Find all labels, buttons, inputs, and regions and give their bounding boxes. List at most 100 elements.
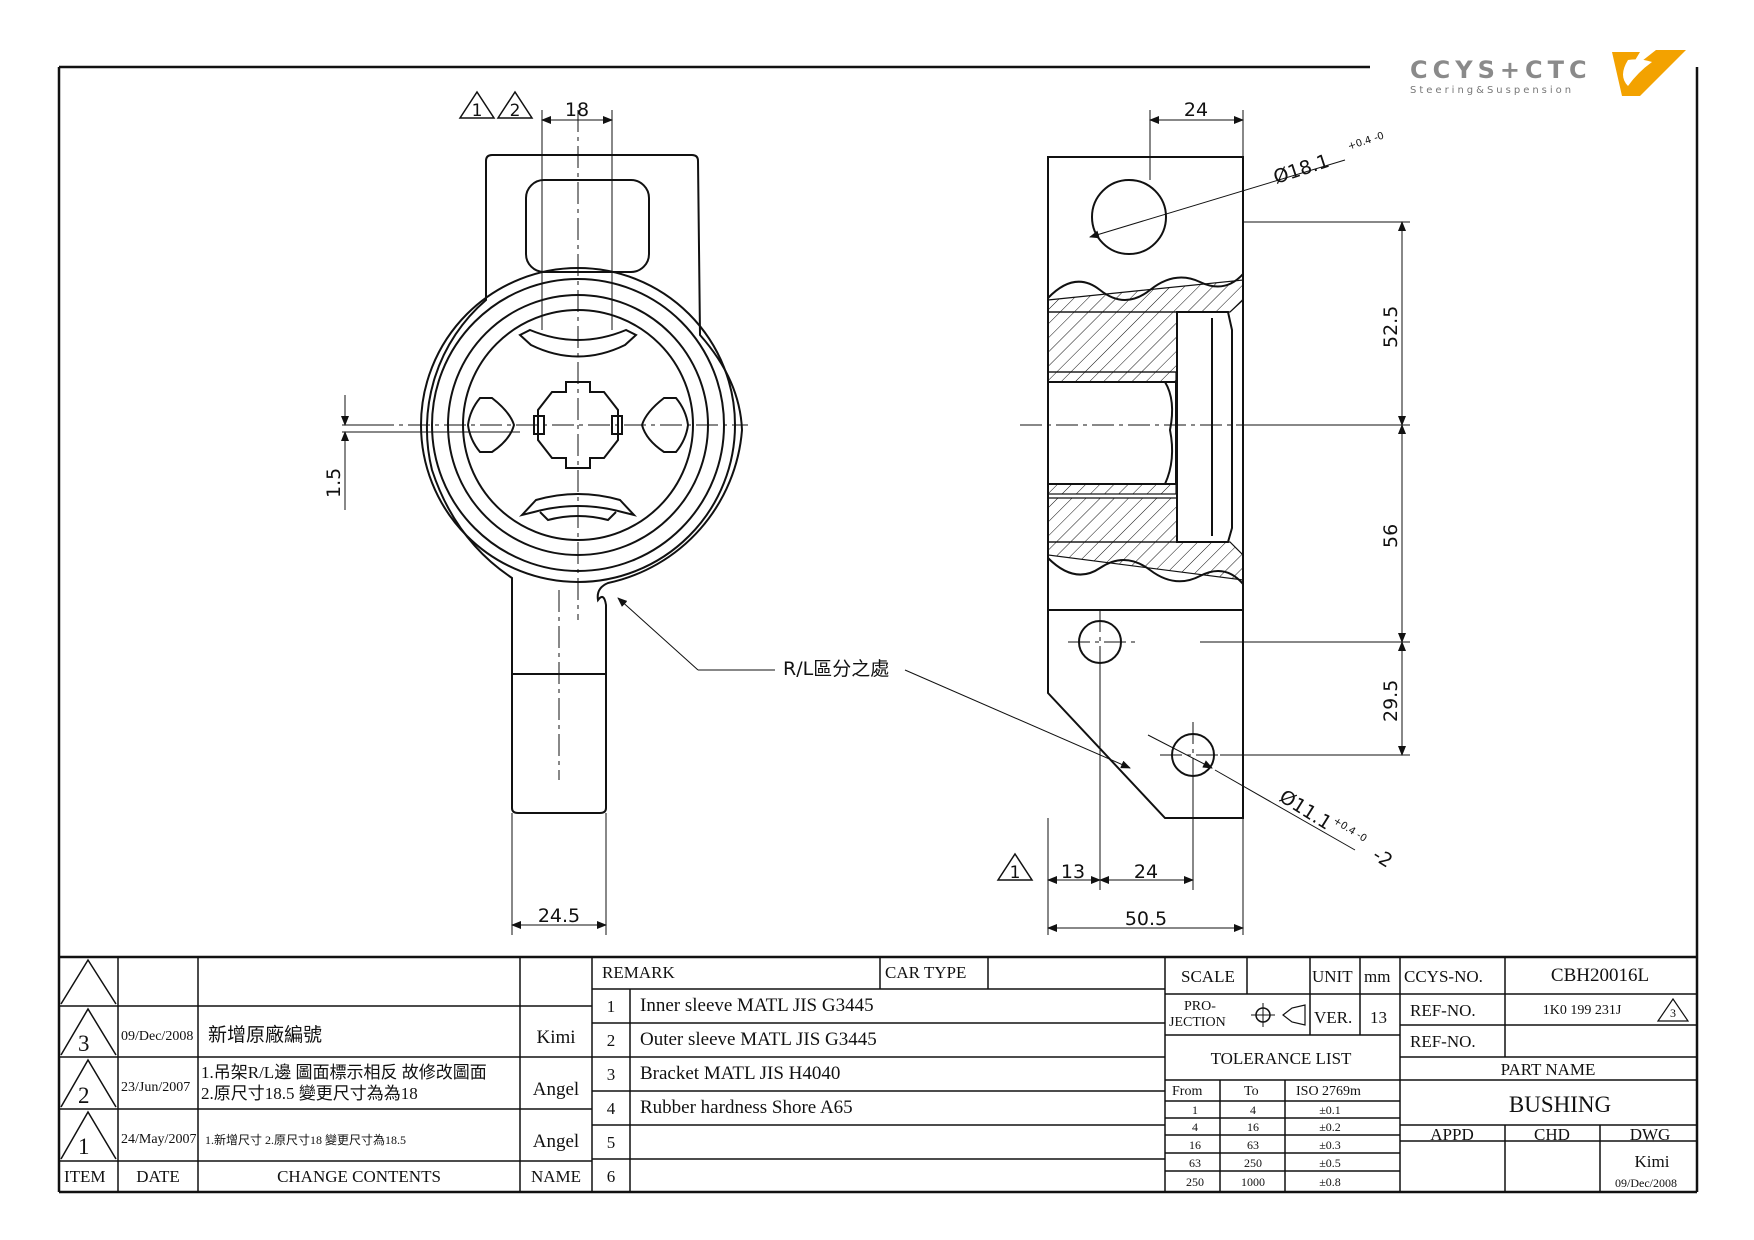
tol-to-5: 1000 (1241, 1175, 1265, 1189)
rev-contents-2b: 2.原尺寸18.5 變更尺寸為為18 (201, 1084, 418, 1103)
tol-to-1: 4 (1250, 1103, 1256, 1117)
top-slot (525, 179, 650, 273)
appd-label: APPD (1430, 1125, 1474, 1144)
top-arc-slot (518, 328, 638, 358)
dim-upper-hole: Ø18.1 (1271, 150, 1332, 189)
dim-29-5: 29.5 (1380, 680, 1402, 722)
rl-callout-label: R/L區分之處 (783, 658, 889, 680)
tol-val-4: ±0.5 (1319, 1156, 1341, 1170)
ccys-no-value: CBH20016L (1550, 965, 1650, 986)
tol-from-5: 250 (1186, 1175, 1204, 1189)
rev-contents-2a: 1.吊架R/L邊 圖面標示相反 故修改圖面 (201, 1063, 487, 1082)
company-logo: CCYS+CTC Steering&Suspension (1410, 56, 1592, 96)
bottom-arc-slot (518, 493, 638, 517)
tol-val-3: ±0.3 (1319, 1138, 1341, 1152)
rev-name-3: Kimi (536, 1027, 576, 1048)
remark-no-4: 4 (606, 1099, 616, 1118)
rev-contents-1: 1.新增尺寸 2.原尺寸18 變更尺寸為18.5 (205, 1133, 407, 1147)
bracket-outline (425, 154, 744, 814)
tol-val-2: ±0.2 (1319, 1120, 1341, 1134)
rev-marker-1: 1 (472, 101, 483, 121)
remark-text-4: Rubber hardness Shore A65 (640, 1097, 853, 1118)
tol-from-label: From (1172, 1084, 1203, 1099)
logo-brand: CCYS+CTC (1410, 56, 1592, 84)
tol-from-1: 1 (1192, 1103, 1198, 1117)
car-type-label: CAR TYPE (885, 963, 967, 982)
remark-no-6: 6 (606, 1167, 616, 1186)
ver-label: VER. (1314, 1008, 1353, 1027)
dwg-label: DWG (1629, 1125, 1671, 1144)
side-view (1020, 156, 1255, 819)
remark-label: REMARK (602, 963, 675, 982)
tol-val-1: ±0.1 (1319, 1103, 1341, 1117)
rev-date-1: 24/May/2007 (121, 1132, 197, 1147)
scale-label: SCALE (1181, 967, 1235, 986)
remark-no-1: 1 (606, 997, 616, 1016)
part-name-value: BUSHING (1508, 1092, 1612, 1117)
title-block-grid (59, 955, 1697, 1192)
outer-sleeve (1176, 311, 1233, 543)
rev-name-1: Angel (532, 1131, 580, 1152)
remark-text-1: Inner sleeve MATL JIS G3445 (640, 995, 874, 1016)
right-lobe (640, 397, 690, 453)
rev-item-2: 2 (78, 1083, 90, 1108)
logo-tagline: Steering&Suspension (1410, 85, 1575, 96)
ver-value: 13 (1370, 1008, 1387, 1027)
ref-no-value: 1K0 199 231J (1542, 1003, 1622, 1018)
remark-text-2: Outer sleeve MATL JIS G3445 (640, 1029, 877, 1050)
ref-no2-label: REF-NO. (1410, 1032, 1476, 1051)
projection-label-2: JECTION (1169, 1015, 1226, 1030)
hdr-name: NAME (530, 1167, 582, 1186)
rev-marker-2: 2 (510, 101, 521, 121)
rev-date-3: 09/Dec/2008 (121, 1029, 194, 1044)
hatched-sections (1047, 279, 1244, 581)
side-outline (1047, 156, 1244, 819)
dim-13: 13 (1061, 861, 1085, 883)
sheet-border (57, 65, 1699, 1194)
dwg-date: 09/Dec/2008 (1615, 1176, 1677, 1190)
dim-lower-hole-tol: +0.4 -0 (1331, 815, 1369, 844)
hdr-item: ITEM (64, 1167, 106, 1186)
tol-std-label: ISO 2769m (1296, 1084, 1361, 1099)
dim-upper-hole-tol: +0.4 -0 (1347, 131, 1386, 153)
rev-marker-side: 1 (1010, 863, 1021, 883)
revision-markers (458, 90, 1034, 881)
remark-no-2: 2 (606, 1031, 616, 1050)
rev-date-2: 23/Jun/2007 (121, 1080, 191, 1095)
chd-label: CHD (1534, 1125, 1570, 1144)
tol-val-5: ±0.8 (1319, 1175, 1341, 1189)
tol-to-3: 63 (1247, 1138, 1259, 1152)
upper-hole (1091, 179, 1167, 255)
front-view (342, 110, 748, 814)
ccys-no-label: CCYS-NO. (1404, 967, 1483, 986)
dim-24-top: 24 (1184, 99, 1208, 121)
dim-lower-hole-qty: -2 (1369, 844, 1397, 873)
hdr-date: DATE (136, 1167, 180, 1186)
tol-to-label: To (1244, 1084, 1259, 1099)
tol-from-4: 63 (1189, 1156, 1201, 1170)
dim-24-5: 24.5 (538, 905, 580, 927)
rev-name-2: Angel (532, 1079, 580, 1100)
dwg-name: Kimi (1634, 1152, 1670, 1171)
dim-1-5: 1.5 (323, 468, 345, 498)
ref-no-rev: 3 (1670, 1006, 1676, 1020)
dim-50-5: 50.5 (1125, 908, 1167, 930)
rev-contents-3: 新增原廠編號 (208, 1025, 323, 1046)
hdr-change-contents: CHANGE CONTENTS (277, 1167, 441, 1186)
ref-no-label: REF-NO. (1410, 1001, 1476, 1020)
center-hub (537, 381, 619, 469)
remark-text-3: Bracket MATL JIS H4040 (640, 1063, 841, 1084)
dim-56: 56 (1380, 524, 1402, 548)
left-lobe (466, 397, 516, 453)
inner-sleeve (1047, 381, 1177, 485)
remark-no-5: 5 (606, 1133, 616, 1152)
part-name-label: PART NAME (1500, 1060, 1596, 1079)
tol-from-3: 16 (1189, 1138, 1201, 1152)
dim-52-5: 52.5 (1380, 306, 1402, 348)
tolerance-title: TOLERANCE LIST (1210, 1049, 1352, 1068)
projection-label-1: PRO- (1184, 999, 1216, 1014)
unit-label: UNIT (1312, 967, 1353, 986)
dim-18: 18 (565, 99, 589, 121)
dim-24-bottom: 24 (1134, 861, 1158, 883)
